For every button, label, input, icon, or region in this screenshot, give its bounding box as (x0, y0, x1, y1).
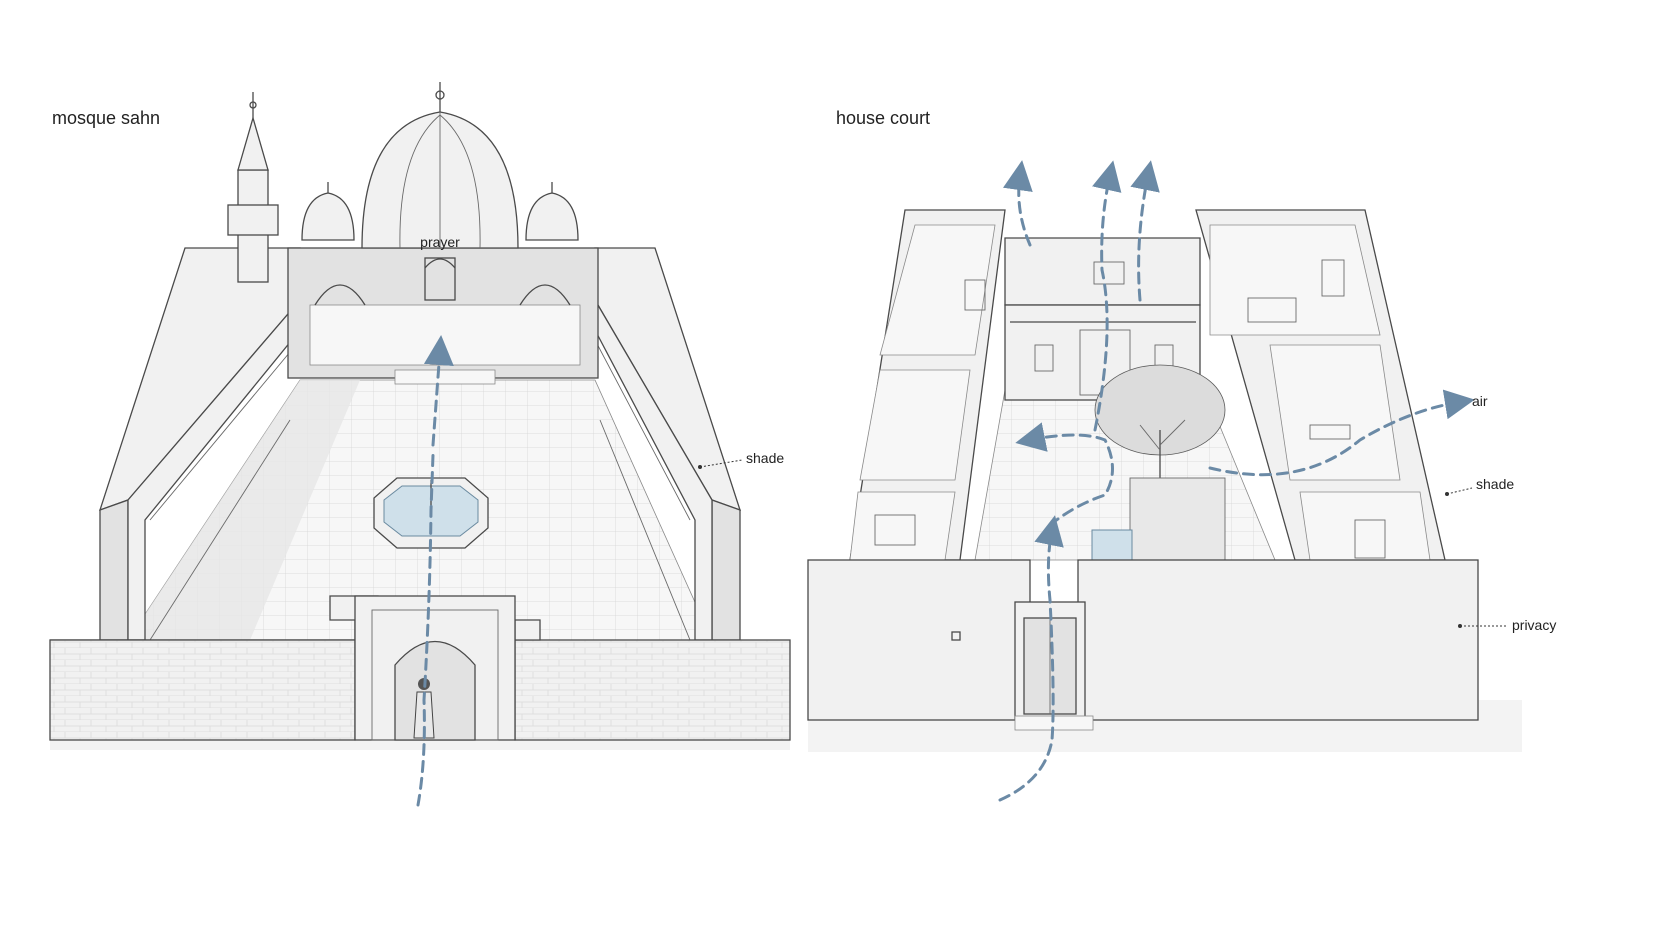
prayer-hall (287, 247, 599, 385)
air-flow-2 (1092, 160, 1122, 432)
house-drawing: air shade privacy (807, 160, 1556, 802)
left-small-dome (301, 192, 355, 241)
air-label: air (1472, 393, 1488, 409)
minaret (227, 92, 279, 283)
mosque-panel-title: mosque sahn (52, 108, 161, 128)
house-panel-title: house court (836, 108, 931, 128)
courtyard-pool (1091, 529, 1133, 561)
house-front-wall-left (807, 559, 1031, 721)
air-flow-3 (1130, 160, 1160, 302)
mosque-drawing: prayer shade (49, 82, 791, 807)
mosque-shade-label: shade (746, 450, 784, 466)
house-court-path (1015, 422, 1114, 527)
sahn-shade (128, 380, 360, 640)
house-shade-leader (1446, 487, 1473, 495)
house-entry-path (998, 515, 1064, 802)
prayer-label: prayer (420, 234, 460, 250)
mosque-portal (354, 595, 516, 741)
house-front-wall-right (1077, 559, 1479, 721)
mosque-entry-path (416, 453, 435, 807)
mosque-front-wall-left (49, 639, 356, 741)
main-dome (361, 82, 519, 249)
air-flow-out (1208, 389, 1475, 477)
house-right-rooms (1209, 224, 1431, 561)
mosque-right-pier (711, 499, 741, 641)
house-shade-label: shade (1476, 476, 1514, 492)
mosque-prayer-path (423, 335, 454, 447)
air-flow-1 (1003, 160, 1033, 247)
mosque-shade-leader (699, 459, 743, 468)
right-small-dome (525, 192, 579, 241)
house-left-rooms (849, 224, 996, 561)
house-wall-vent (951, 631, 961, 641)
mosque-front-wall-right (514, 639, 791, 741)
garden-bed (1129, 477, 1226, 561)
mosque-left-pier (99, 499, 129, 641)
privacy-label: privacy (1512, 617, 1556, 633)
